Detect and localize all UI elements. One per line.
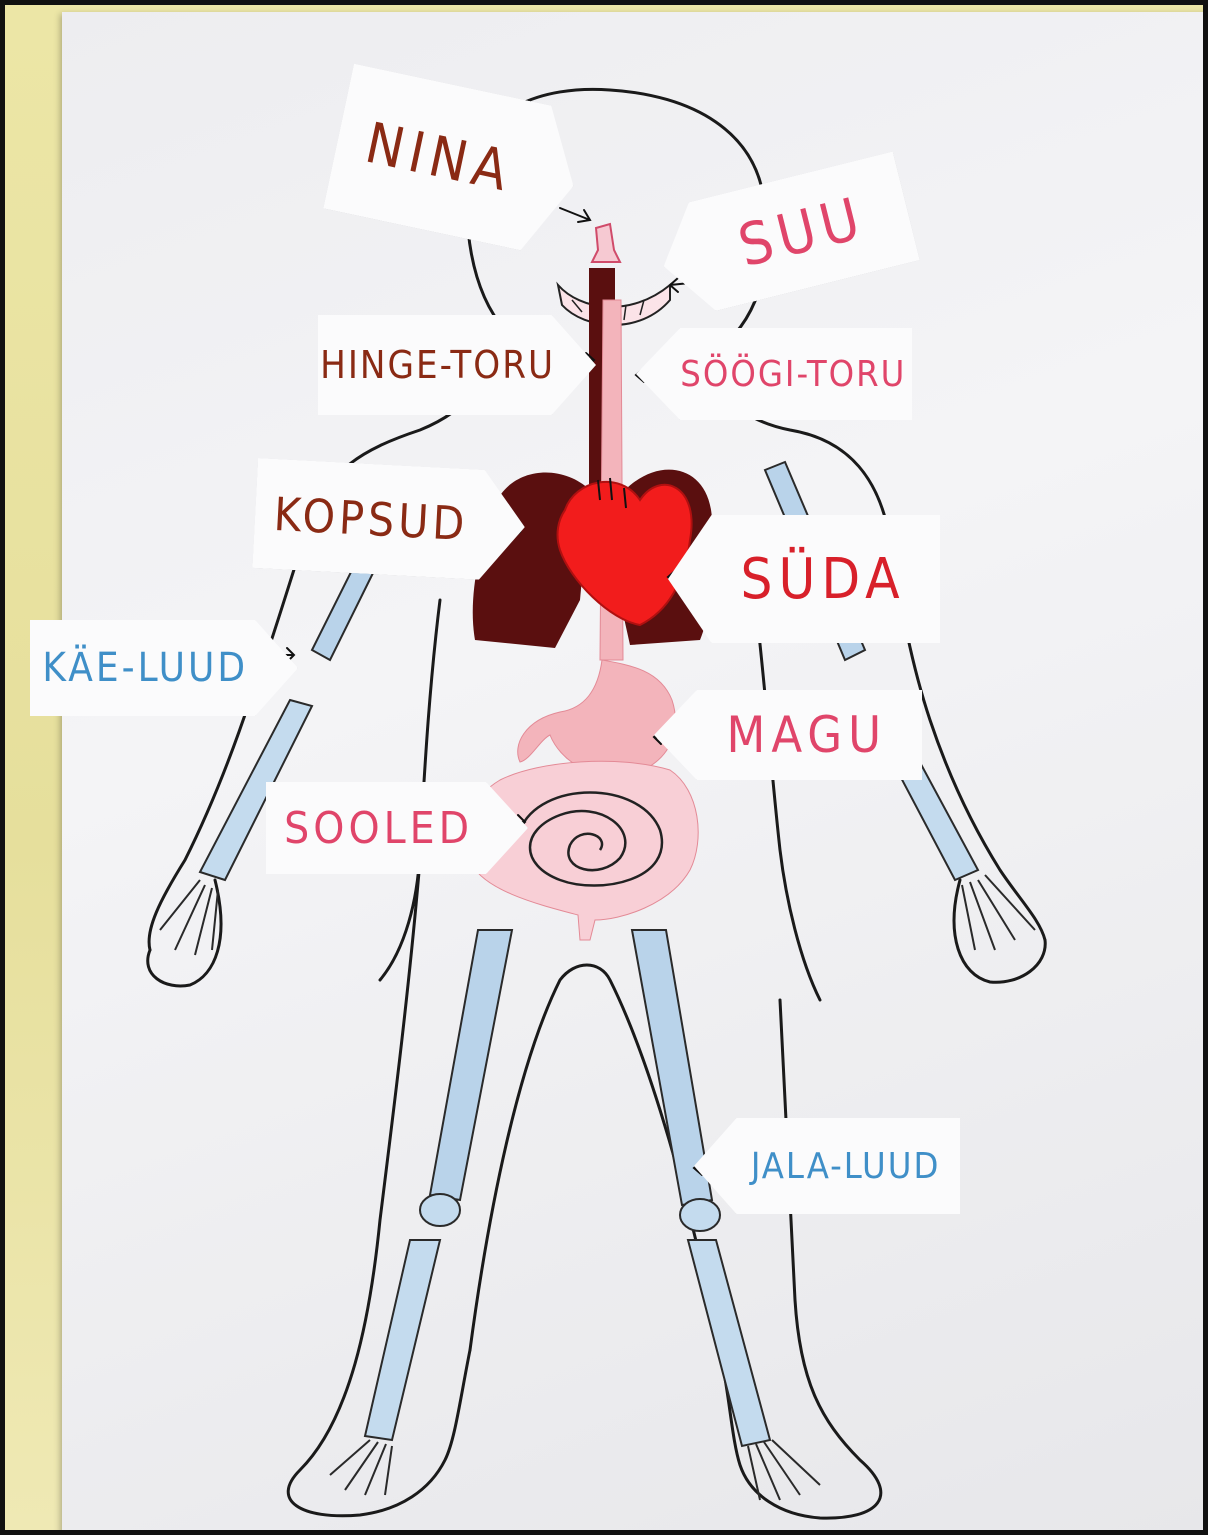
label-soogi-toru-text: SÖÖGI-TORU [680,354,906,395]
right-hand-outline [954,880,1045,982]
label-magu-text: MAGU [727,706,888,764]
left-femur [430,930,512,1200]
label-hinge-toru-text: HINGE-TORU [320,343,555,387]
stomach [518,660,676,776]
label-nina-text: NINA [360,110,519,204]
right-hand-bones [962,875,1035,950]
label-kae-luud: KÄE-LUUD [30,620,298,716]
label-soogi-toru: SÖÖGI-TORU [636,328,912,420]
label-sooled-text: SOOLED [284,803,473,854]
label-suu-text: SUU [732,183,872,280]
label-suda-text: SÜDA [740,547,905,612]
left-shin [365,1240,440,1440]
label-jala-luud: JALA-LUUD [694,1118,960,1214]
right-foot-bones [748,1440,820,1500]
left-hand-bones [160,880,218,955]
label-sooled: SOOLED [266,782,528,874]
label-jala-luud-text: JALA-LUUD [751,1146,941,1187]
label-kopsud: KOPSUD [252,458,527,582]
label-hinge-toru: HINGE-TORU [318,315,596,415]
right-knee [680,1199,720,1231]
label-kopsud-text: KOPSUD [273,487,470,551]
torso-right-outline [712,355,1045,940]
label-magu: MAGU [654,690,922,780]
arrow-nina [560,208,590,222]
label-kae-luud-text: KÄE-LUUD [42,645,248,691]
left-foot-bones [330,1440,392,1495]
left-knee [420,1194,460,1226]
right-arm-inner [755,600,820,1000]
nose [592,224,620,262]
label-suda: SÜDA [668,515,940,643]
